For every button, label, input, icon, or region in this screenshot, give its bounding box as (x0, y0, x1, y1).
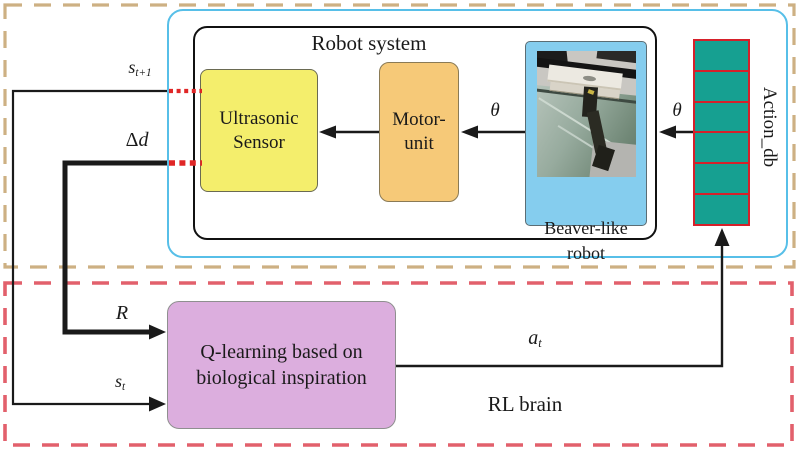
q-learning-line1: Q-learning based on (200, 341, 363, 363)
q-learning-line2: biological inspiration (196, 367, 367, 389)
reward-label: R (115, 302, 129, 324)
action-db-cell (693, 69, 750, 103)
reward-arrowhead (149, 324, 166, 340)
theta-robot-label: θ (490, 100, 500, 121)
state-subscript: t (121, 380, 126, 393)
delta-symbol: Δ (125, 129, 139, 151)
action-subscript: t (538, 336, 542, 351)
action-base: a (528, 327, 539, 349)
motor-label-line1: Motor- (392, 109, 446, 130)
action-db-cell (693, 162, 750, 196)
state-label: st (90, 371, 150, 393)
action-db-column (693, 39, 750, 226)
beaver-robot-photo (537, 51, 636, 177)
action-db-label: Action_db (759, 86, 780, 168)
robot-system-title: Robot system (311, 31, 427, 55)
motor-unit-box: Motor- unit (379, 62, 459, 202)
delta-variable: d (138, 129, 149, 151)
ultrasonic-label-line1: Ultrasonic (219, 107, 299, 129)
state-next-label: st+1 (110, 57, 170, 79)
beaver-robot-caption: Beaver-like robot (526, 216, 646, 266)
beaver-caption-line2: robot (567, 243, 605, 263)
beaver-caption-line1: Beaver-like (544, 218, 628, 238)
state-next-subscript: t+1 (135, 66, 152, 79)
q-learning-box: Q-learning based on biological inspirati… (167, 301, 396, 429)
theta-db-label: θ (672, 100, 682, 121)
rl-brain-label: RL brain (487, 392, 563, 416)
ultrasonic-label-line2: Sensor (233, 131, 285, 153)
action-db-cell (693, 193, 750, 226)
beaver-robot-box: Beaver-like robot (525, 41, 647, 263)
action-label: at (505, 327, 565, 351)
ultrasonic-sensor-box: Ultrasonic Sensor (200, 69, 318, 192)
state-base: s (114, 371, 122, 391)
delta-d-label: Δd (107, 129, 167, 152)
state-feedback-arrowhead (149, 396, 166, 412)
photo-dark-corner (596, 51, 636, 64)
action-db-cell (693, 131, 750, 165)
action-db-cell (693, 39, 750, 72)
motor-label-line2: unit (404, 133, 434, 154)
action-db-cell (693, 100, 750, 134)
